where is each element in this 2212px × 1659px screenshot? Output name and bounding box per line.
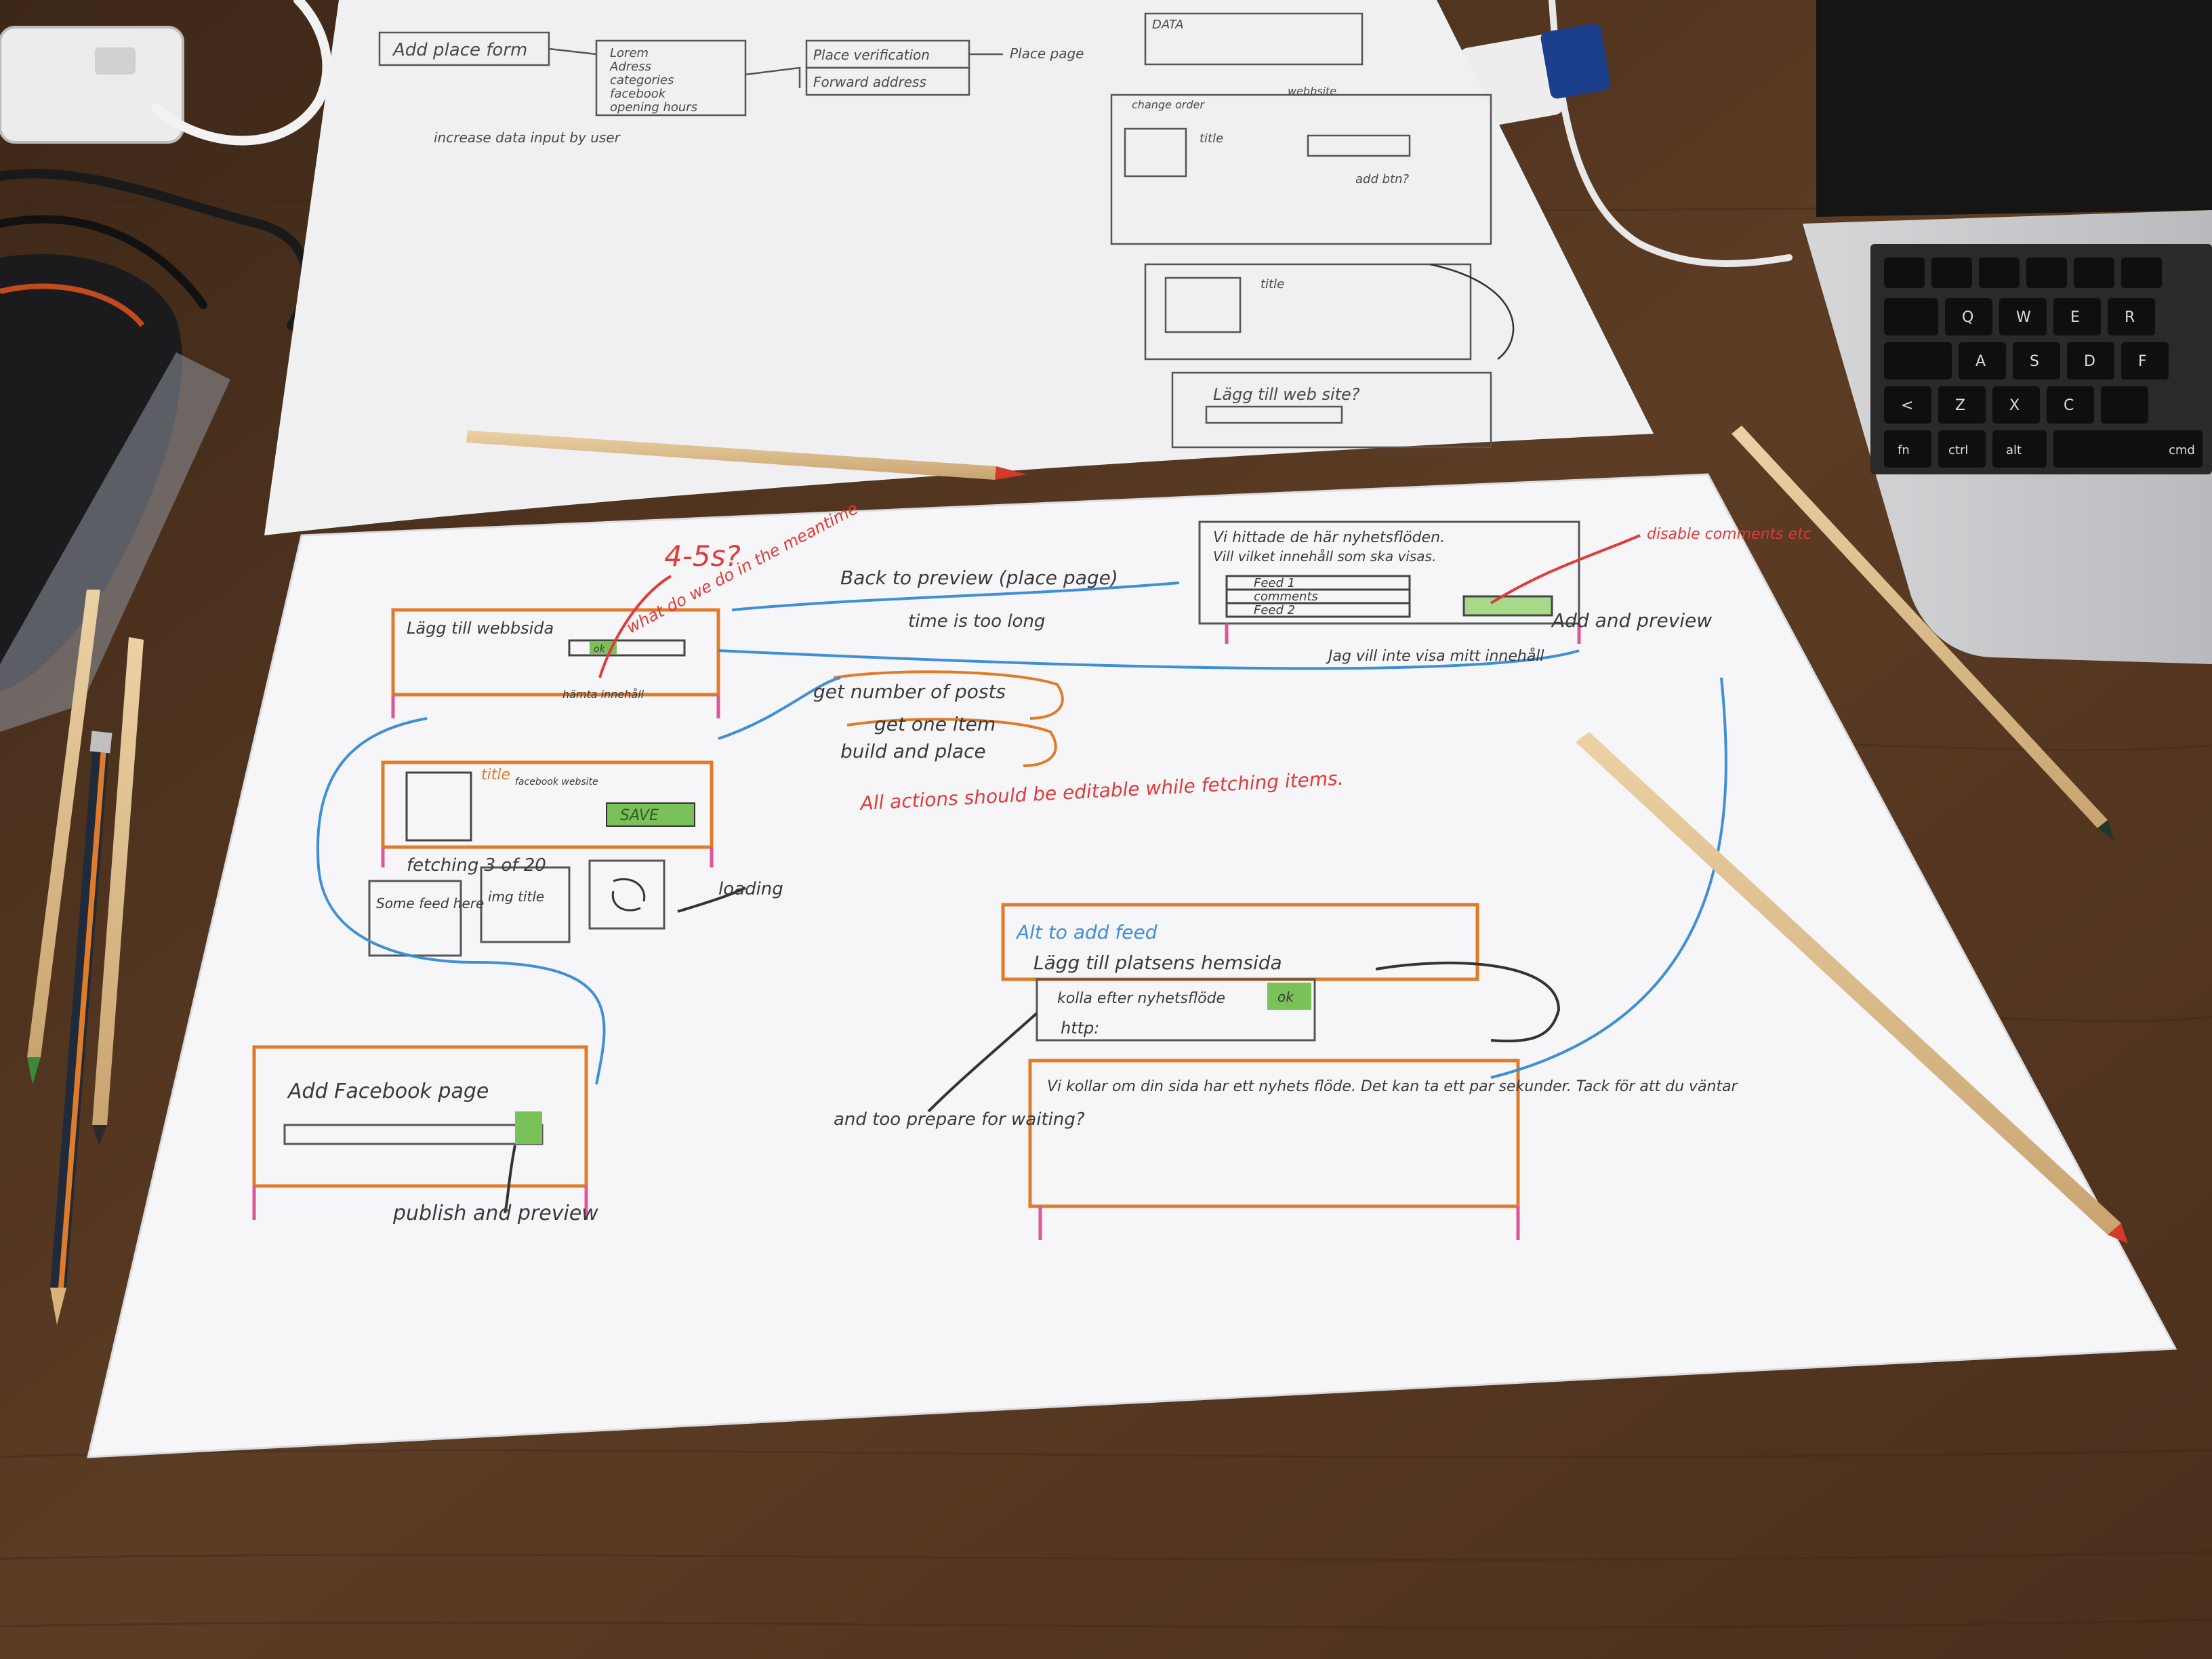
- feed-header: Alt to add feed: [1015, 921, 1158, 943]
- back-item-3: categories: [610, 73, 674, 87]
- black-bag: [0, 253, 230, 732]
- flow-step-1: get number of posts: [813, 680, 1006, 703]
- feed-http: http:: [1061, 1019, 1099, 1038]
- key-z: Z: [1955, 397, 1965, 414]
- dark-arrows: [504, 886, 1561, 1214]
- key-alt: alt: [2006, 443, 2022, 457]
- pencil-right-bottom: [1576, 732, 2128, 1244]
- key-x: X: [2009, 397, 2020, 414]
- back-title-1: title: [1200, 131, 1223, 146]
- key-ctrl: ctrl: [1948, 443, 1968, 457]
- add-website-note: hämta innehåll: [562, 688, 644, 701]
- flow-step-3: build and place: [840, 740, 986, 762]
- editor-meta: facebook website: [515, 777, 598, 787]
- back-step-2: Forward address: [813, 74, 926, 90]
- red-arrows: [598, 534, 1641, 678]
- back-item-2: Adress: [609, 60, 651, 74]
- pencil-left-3: [50, 731, 112, 1325]
- sketch-feed: [1001, 903, 1520, 1240]
- note-fetching: fetching 3 of 20: [407, 855, 546, 876]
- sketch-facebook: [252, 1045, 588, 1220]
- back-add-place: Add place form: [392, 40, 527, 60]
- editor-title: title: [481, 766, 510, 783]
- facebook-title: Add Facebook page: [287, 1080, 489, 1103]
- checklist-row3: Feed 2: [1254, 603, 1295, 617]
- note-time-long: time is too long: [908, 611, 1045, 632]
- main-sheet: [87, 473, 2177, 1458]
- wood-grain: [0, 199, 2212, 1629]
- key-fn: fn: [1898, 443, 1910, 457]
- note-back-preview: Back to preview (place page): [840, 567, 1118, 589]
- back-item-5: opening hours: [610, 100, 697, 115]
- key-q: Q: [1962, 309, 1973, 326]
- feed-message: Vi kollar om din sida har ett nyhets flö…: [1047, 1078, 1739, 1095]
- key-e: E: [2070, 309, 2080, 326]
- laptop: Q W E R A S D F < Z X C fn ctrl alt cmd: [1803, 0, 2212, 664]
- note-no-content: Jag vill inte visa mitt innehåll: [1326, 647, 1544, 665]
- flow-step-2: get one item: [874, 713, 996, 735]
- facebook-note: publish and preview: [392, 1202, 598, 1225]
- sketch-editor: [381, 760, 714, 867]
- tile-1: Some feed here: [376, 895, 484, 912]
- checklist-line1: Vi hittade de här nyhetsflöden.: [1213, 529, 1445, 546]
- back-step-1: Place verification: [813, 47, 930, 63]
- feed-title: Lägg till platsens hemsida: [1033, 951, 1282, 974]
- note-question: 4-5s?: [664, 539, 741, 573]
- key-s: S: [2030, 353, 2039, 370]
- back-change-order: change order: [1132, 98, 1205, 111]
- back-sheet: Add place form Lorem Adress categories f…: [264, 0, 1654, 535]
- laptop-keyboard: Q W E R A S D F < Z X C fn ctrl alt cmd: [1870, 244, 2212, 474]
- key-r: R: [2125, 309, 2135, 326]
- key-f: F: [2138, 353, 2147, 370]
- back-place-page: Place page: [1010, 45, 1084, 62]
- back-item-4: facebook: [610, 87, 667, 101]
- note-disable-comments: disable comments etc: [1647, 526, 1811, 543]
- add-website-ok: ok: [594, 644, 606, 655]
- key-lt: <: [1901, 397, 1913, 414]
- pencil-left-1: [27, 590, 100, 1084]
- power-adapter: [0, 26, 184, 144]
- back-data-title: DATA: [1152, 18, 1184, 32]
- add-website-title: Lägg till webbsida: [407, 619, 554, 638]
- back-prompt: Lägg till web site?: [1213, 385, 1360, 404]
- feed-check: kolla efter nyhetsflöde: [1057, 990, 1225, 1007]
- note-add-preview: Add and preview: [1551, 609, 1712, 632]
- checklist-line2: Vill vilket innehåll som ska visas.: [1213, 548, 1436, 565]
- editor-save: SAVE: [620, 807, 659, 824]
- tile-2: img title: [488, 888, 544, 905]
- back-note: increase data input by user: [434, 129, 621, 146]
- back-add-btn: add btn?: [1355, 172, 1409, 186]
- key-a: A: [1975, 353, 1986, 370]
- back-item-1: Lorem: [610, 46, 649, 60]
- checklist-row2: comments: [1254, 590, 1318, 604]
- note-loading: loading: [718, 879, 783, 899]
- sketch-flow-steps: [833, 670, 1064, 767]
- pencil-right-top: [1732, 426, 2114, 840]
- back-title-2: title: [1261, 277, 1284, 291]
- blue-arrows: [316, 581, 1727, 1085]
- feed-ok: ok: [1277, 989, 1294, 1005]
- note-prepare: and too prepare for waiting?: [834, 1109, 1085, 1130]
- checklist-row1: Feed 1: [1254, 576, 1295, 590]
- key-cmd: cmd: [2169, 443, 2195, 457]
- key-c: C: [2064, 397, 2074, 414]
- pencil-left-2: [92, 637, 144, 1145]
- sketch-checklist: [1198, 520, 1581, 644]
- key-w: W: [2016, 309, 2031, 326]
- key-d: D: [2084, 353, 2095, 370]
- back-webbsite: webbsite: [1288, 85, 1336, 98]
- pencil-back: [466, 430, 1027, 480]
